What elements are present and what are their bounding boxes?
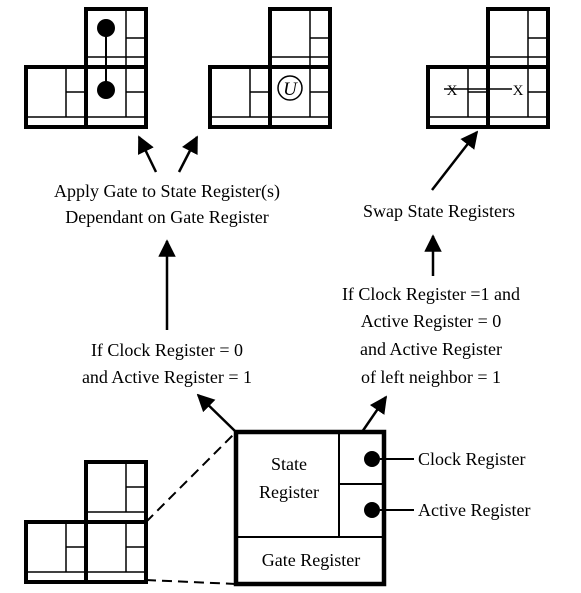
state-register-label-line2: Register — [259, 482, 319, 502]
state-register-label-line1: State — [271, 454, 307, 474]
apply-gate-label-line1: Apply Gate to State Register(s) — [54, 181, 280, 202]
arrow-to-right-condition — [360, 395, 388, 433]
right-condition-line4: of left neighbor = 1 — [361, 367, 501, 387]
gate-register-label: Gate Register — [262, 550, 360, 570]
clock-register-dot-icon — [364, 451, 380, 467]
right-condition-line3: and Active Register — [360, 339, 502, 359]
arrow-to-controlled-gate — [137, 135, 158, 173]
unitary-gate-cells: U — [208, 7, 332, 129]
arrow-to-unitary-gate — [177, 135, 199, 173]
mini-grid — [24, 460, 148, 584]
swap-mark-left: X — [447, 83, 458, 99]
swap-label: Swap State Registers — [363, 201, 515, 221]
enlarged-cell: State Register Gate Register — [233, 429, 387, 587]
active-register-label: Active Register — [418, 500, 530, 520]
arrow-to-left-condition — [196, 393, 237, 433]
arrows — [137, 130, 479, 433]
controlled-gate-cells — [24, 7, 148, 129]
unitary-gate-icon — [277, 75, 303, 101]
arrow-to-swap — [431, 130, 479, 191]
clock-register-label: Clock Register — [418, 449, 525, 469]
right-condition-line1: If Clock Register =1 and — [342, 284, 520, 304]
swap-cells: X X — [426, 7, 550, 129]
control-dot-icon — [97, 19, 115, 37]
right-condition-line2: Active Register = 0 — [361, 311, 502, 331]
zoom-line-bottom — [145, 579, 237, 585]
swap-mark-right: X — [513, 83, 524, 99]
left-condition-line1: If Clock Register = 0 — [91, 340, 243, 360]
left-condition-line2: and Active Register = 1 — [82, 367, 252, 387]
zoom-line-top — [145, 431, 237, 523]
target-dot-icon — [97, 81, 115, 99]
unitary-symbol: U — [283, 79, 298, 100]
active-register-dot-icon — [364, 502, 380, 518]
apply-gate-label-line2: Dependant on Gate Register — [65, 207, 268, 227]
